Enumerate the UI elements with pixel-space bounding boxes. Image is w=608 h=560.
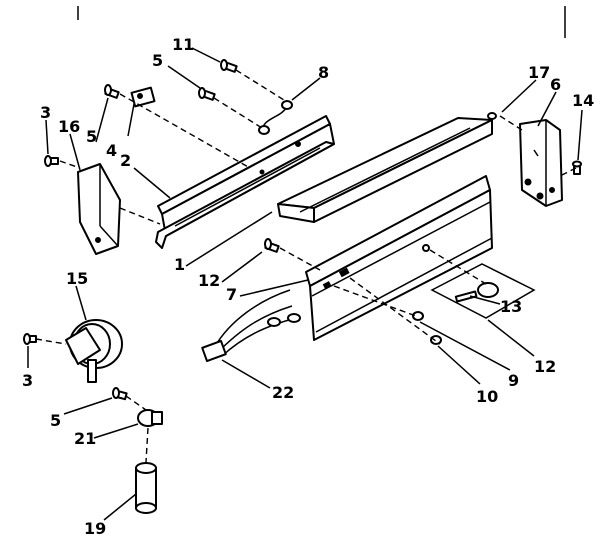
callout-15: 15 bbox=[66, 269, 88, 288]
callouts: 11 5 8 3 16 5 4 2 1 12 7 17 6 14 13 12 9… bbox=[22, 35, 594, 538]
callout-5-bottom: 5 bbox=[50, 411, 61, 430]
callout-7: 7 bbox=[226, 285, 237, 304]
callout-5-top: 5 bbox=[152, 51, 163, 70]
part-12-switch-kit bbox=[430, 263, 536, 319]
callout-16: 16 bbox=[58, 117, 80, 136]
callout-2: 2 bbox=[120, 151, 131, 170]
screw-5-bottom bbox=[112, 387, 128, 401]
part-15-timer bbox=[65, 319, 123, 383]
part-13-switch bbox=[454, 282, 499, 303]
part-16-left-end-cap bbox=[77, 163, 121, 255]
callout-17: 17 bbox=[528, 63, 550, 82]
part-9-knob bbox=[412, 311, 424, 321]
part-6-right-end-cap bbox=[519, 119, 563, 207]
callout-3-top: 3 bbox=[40, 103, 51, 122]
corner-marks bbox=[77, 6, 566, 38]
callout-6: 6 bbox=[550, 75, 561, 94]
screw-14 bbox=[572, 160, 582, 175]
callout-4: 4 bbox=[106, 141, 117, 160]
part-1-top-trim bbox=[277, 117, 493, 223]
callout-19: 19 bbox=[84, 519, 106, 538]
callout-11-mid: 12 bbox=[198, 271, 220, 290]
callout-12: 12 bbox=[534, 357, 556, 376]
callout-1: 1 bbox=[174, 255, 185, 274]
callout-13: 13 bbox=[500, 297, 522, 316]
screw-11-top bbox=[220, 59, 238, 73]
screw-17 bbox=[487, 112, 497, 120]
leader-lines bbox=[27, 47, 583, 521]
callout-3-bottom: 3 bbox=[22, 371, 33, 390]
callout-21: 21 bbox=[74, 429, 96, 448]
callout-14: 14 bbox=[572, 91, 594, 110]
callout-10: 10 bbox=[476, 387, 498, 406]
screw-3-top bbox=[44, 155, 59, 167]
panel-hole bbox=[422, 244, 430, 252]
callout-22: 22 bbox=[272, 383, 294, 402]
part-19-cylinder bbox=[135, 462, 157, 514]
part-22-harness bbox=[201, 289, 301, 362]
callout-8: 8 bbox=[318, 63, 329, 82]
screw-5-left bbox=[104, 84, 120, 99]
part-8-clip bbox=[281, 100, 293, 110]
callout-9: 9 bbox=[508, 371, 519, 390]
screw-11-mid bbox=[264, 238, 280, 253]
part-7-console-panel bbox=[305, 175, 493, 341]
callout-11-top: 11 bbox=[172, 35, 194, 54]
wire-grommet bbox=[258, 125, 270, 135]
part-10-knob bbox=[430, 335, 442, 345]
screw-3-bottom bbox=[23, 333, 37, 345]
part-2-channel-bracket bbox=[155, 115, 335, 249]
part-21-clamp bbox=[137, 409, 163, 427]
screw-5-top bbox=[198, 87, 216, 101]
callout-5-left: 5 bbox=[86, 127, 97, 146]
assembly-dashes bbox=[35, 69, 577, 463]
part-4-clip bbox=[130, 86, 156, 108]
